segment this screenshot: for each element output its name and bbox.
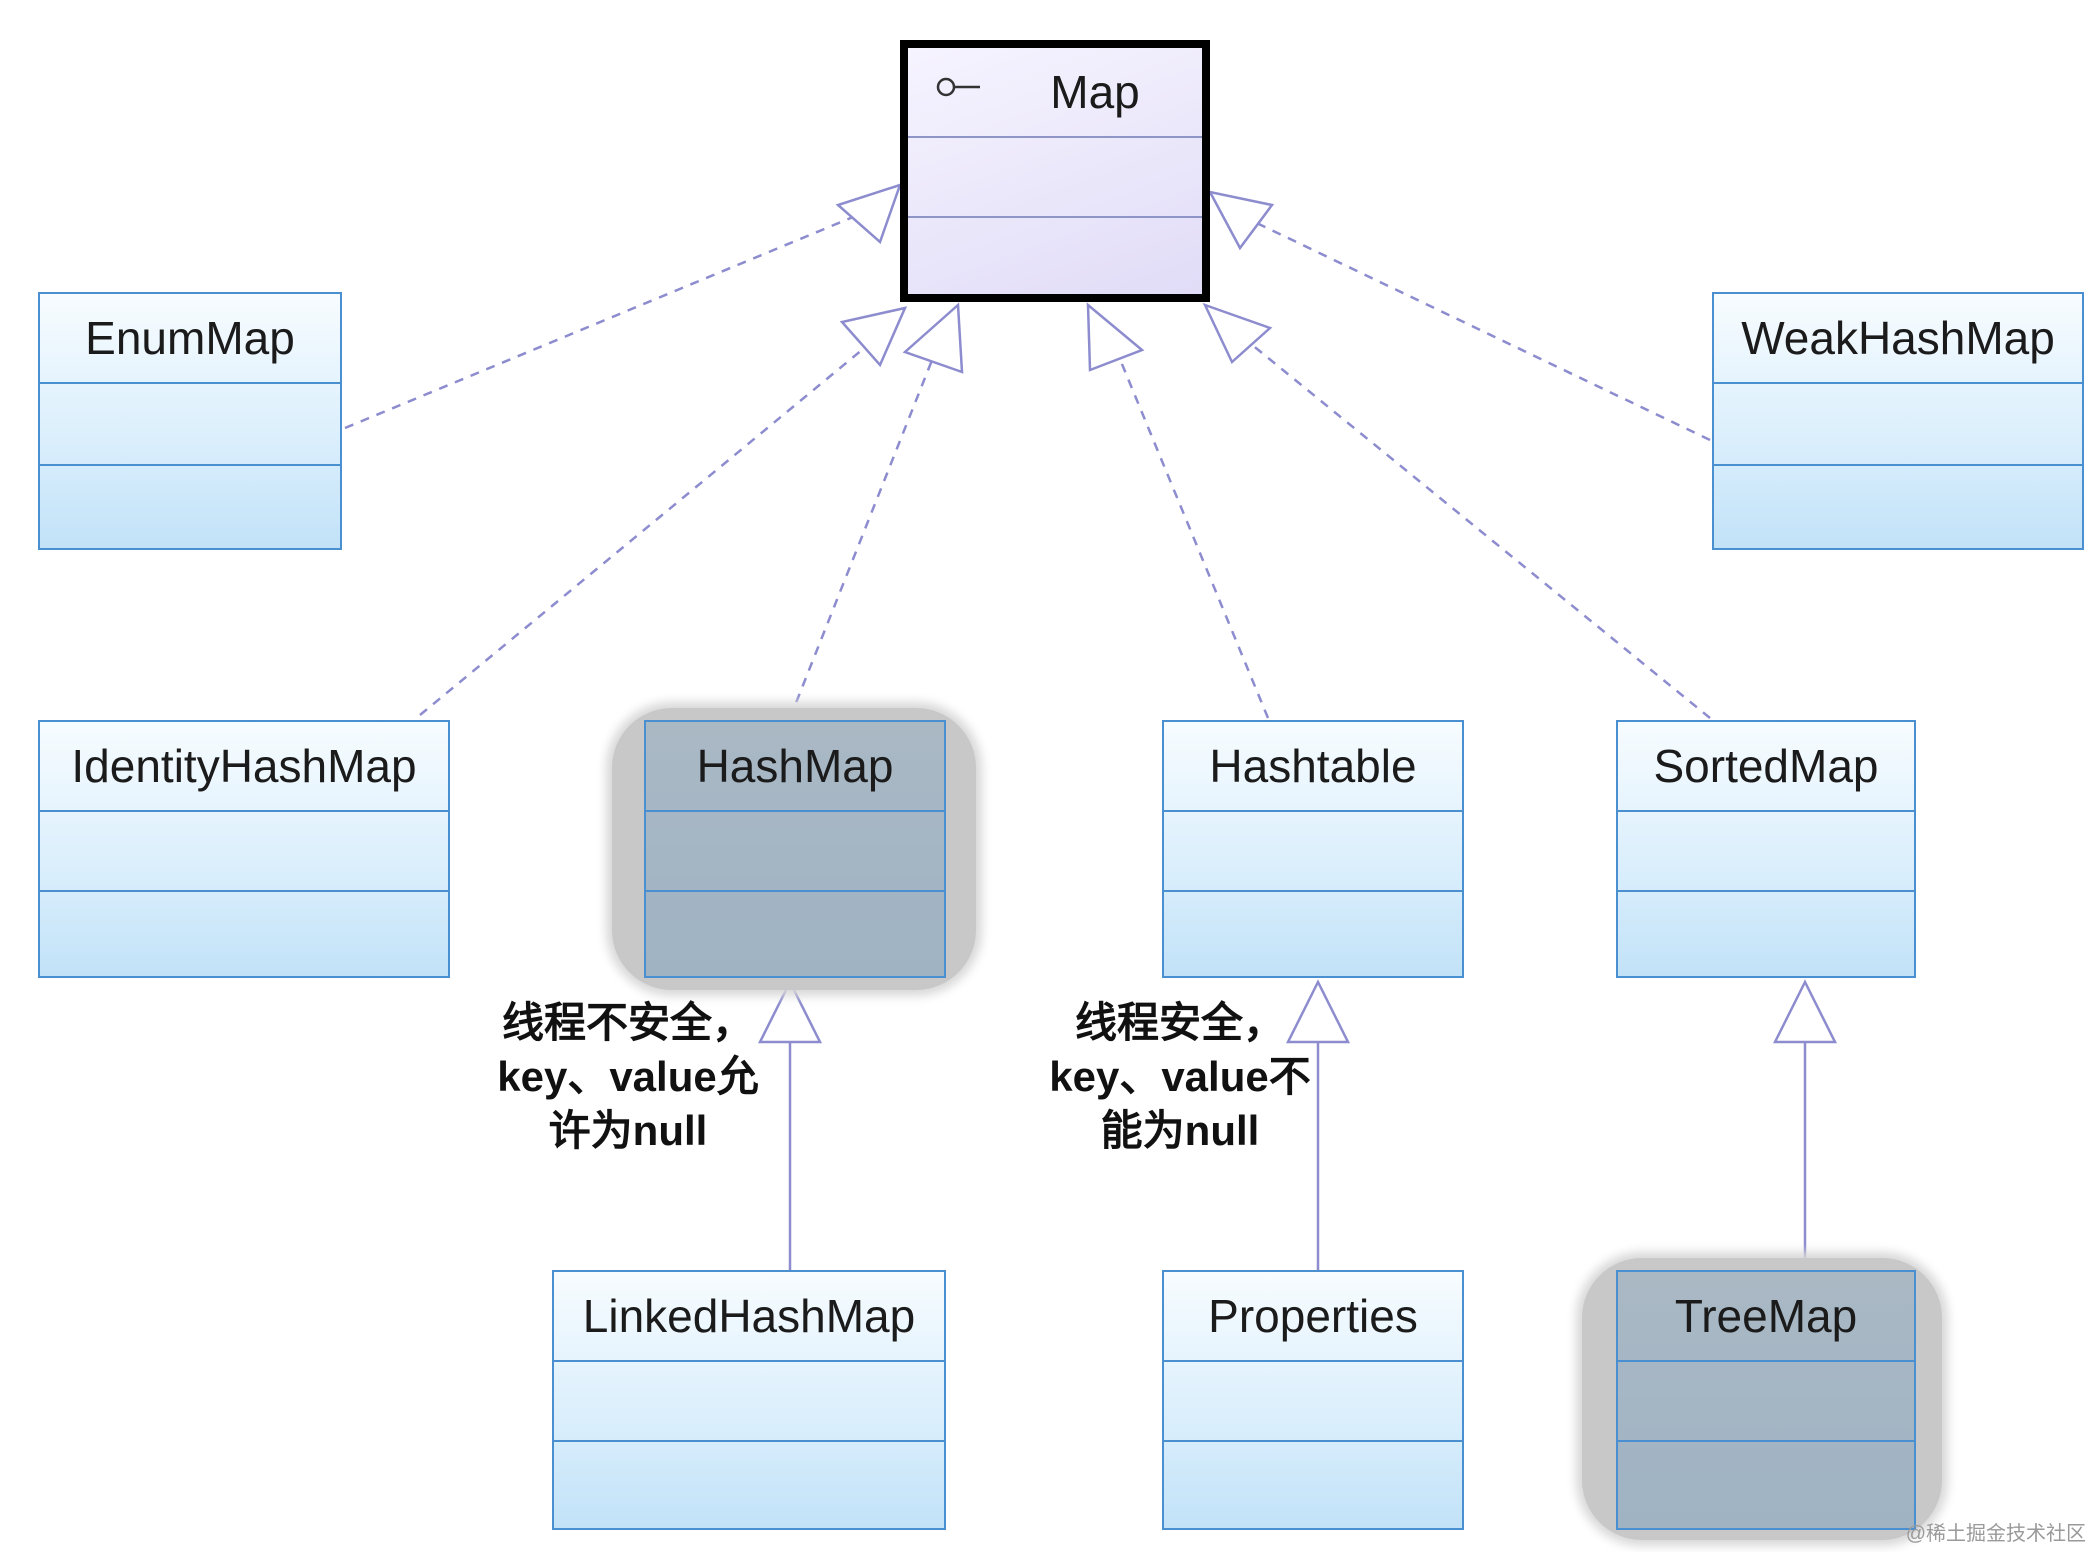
class-name: WeakHashMap — [1741, 312, 2055, 364]
attributes-section — [1164, 810, 1462, 812]
note-line: key、value不 — [1049, 1053, 1311, 1100]
methods-section — [554, 1440, 944, 1442]
arrowhead-properties — [1285, 979, 1351, 1044]
class-identityhashmap[interactable]: IdentityHashMap — [38, 720, 450, 978]
edge-sortedmap-map — [1239, 334, 1711, 719]
edge-identityhashmap-map — [419, 334, 881, 716]
note-line: 许为null — [548, 1107, 708, 1154]
class-name: SortedMap — [1653, 740, 1879, 792]
class-enummap[interactable]: EnumMap — [38, 292, 342, 550]
class-name: EnumMap — [85, 312, 295, 364]
class-name: Properties — [1208, 1290, 1418, 1342]
methods-section — [1164, 1440, 1462, 1442]
note-line: 线程不安全， — [501, 999, 754, 1046]
attributes-section — [1618, 810, 1914, 812]
class-treemap[interactable]: TreeMap — [1616, 1270, 1916, 1530]
attributes-section — [1164, 1360, 1462, 1362]
class-name: IdentityHashMap — [71, 740, 417, 792]
attributes-section — [40, 810, 448, 812]
arrowhead-sortedmap — [1202, 302, 1273, 365]
class-sortedmap[interactable]: SortedMap — [1616, 720, 1916, 978]
watermark: @稀土掘金技术社区 — [1905, 1523, 2086, 1545]
methods-section — [1714, 464, 2082, 466]
class-properties[interactable]: Properties — [1162, 1270, 1464, 1530]
edge-hashtable-map — [1108, 334, 1270, 719]
edge-weakhashmap-map — [1239, 213, 1711, 442]
interface-lollipop-icon — [936, 77, 980, 97]
arrowhead-enummap — [835, 183, 903, 245]
methods-section — [40, 464, 340, 466]
class-name: LinkedHashMap — [582, 1290, 916, 1342]
attributes-section — [1618, 1360, 1914, 1362]
class-weakhashmap[interactable]: WeakHashMap — [1712, 292, 2084, 550]
map-methods-section — [908, 216, 1202, 218]
class-name: Hashtable — [1209, 740, 1417, 792]
map-interface-box[interactable]: Map — [900, 40, 1210, 302]
methods-section — [1618, 1440, 1914, 1442]
class-name: TreeMap — [1674, 1290, 1858, 1342]
hashmap-note: 线程不安全， key、value允 许为null — [478, 996, 778, 1158]
edge-hashmap-map — [788, 339, 942, 719]
methods-section — [1618, 890, 1914, 892]
class-linkedhashmap[interactable]: LinkedHashMap — [552, 1270, 946, 1530]
attributes-section — [554, 1360, 944, 1362]
map-attributes-section — [908, 136, 1202, 138]
hashtable-note: 线程安全， key、value不 能为null — [1030, 996, 1330, 1158]
map-interface-name: Map — [1050, 66, 1140, 118]
note-line: key、value允 — [497, 1053, 759, 1100]
arrowhead-linkedhashmap — [757, 979, 823, 1044]
methods-section — [1164, 890, 1462, 892]
arrowhead-identityhashmap — [839, 306, 908, 368]
edge-enummap-map — [344, 208, 871, 430]
class-hashtable[interactable]: Hashtable — [1162, 720, 1464, 978]
class-hashmap[interactable]: HashMap — [644, 720, 946, 978]
methods-section — [646, 890, 944, 892]
attributes-section — [40, 382, 340, 384]
note-line: 线程安全， — [1074, 999, 1285, 1046]
arrowhead-hashtable — [1086, 302, 1145, 372]
note-line: 能为null — [1100, 1107, 1260, 1154]
class-name: HashMap — [696, 740, 894, 792]
arrowhead-weakhashmap — [1207, 190, 1275, 251]
attributes-section — [646, 810, 944, 812]
methods-section — [40, 890, 448, 892]
arrowhead-hashmap — [902, 302, 964, 374]
attributes-section — [1714, 382, 2082, 384]
arrowhead-treemap — [1772, 979, 1838, 1044]
